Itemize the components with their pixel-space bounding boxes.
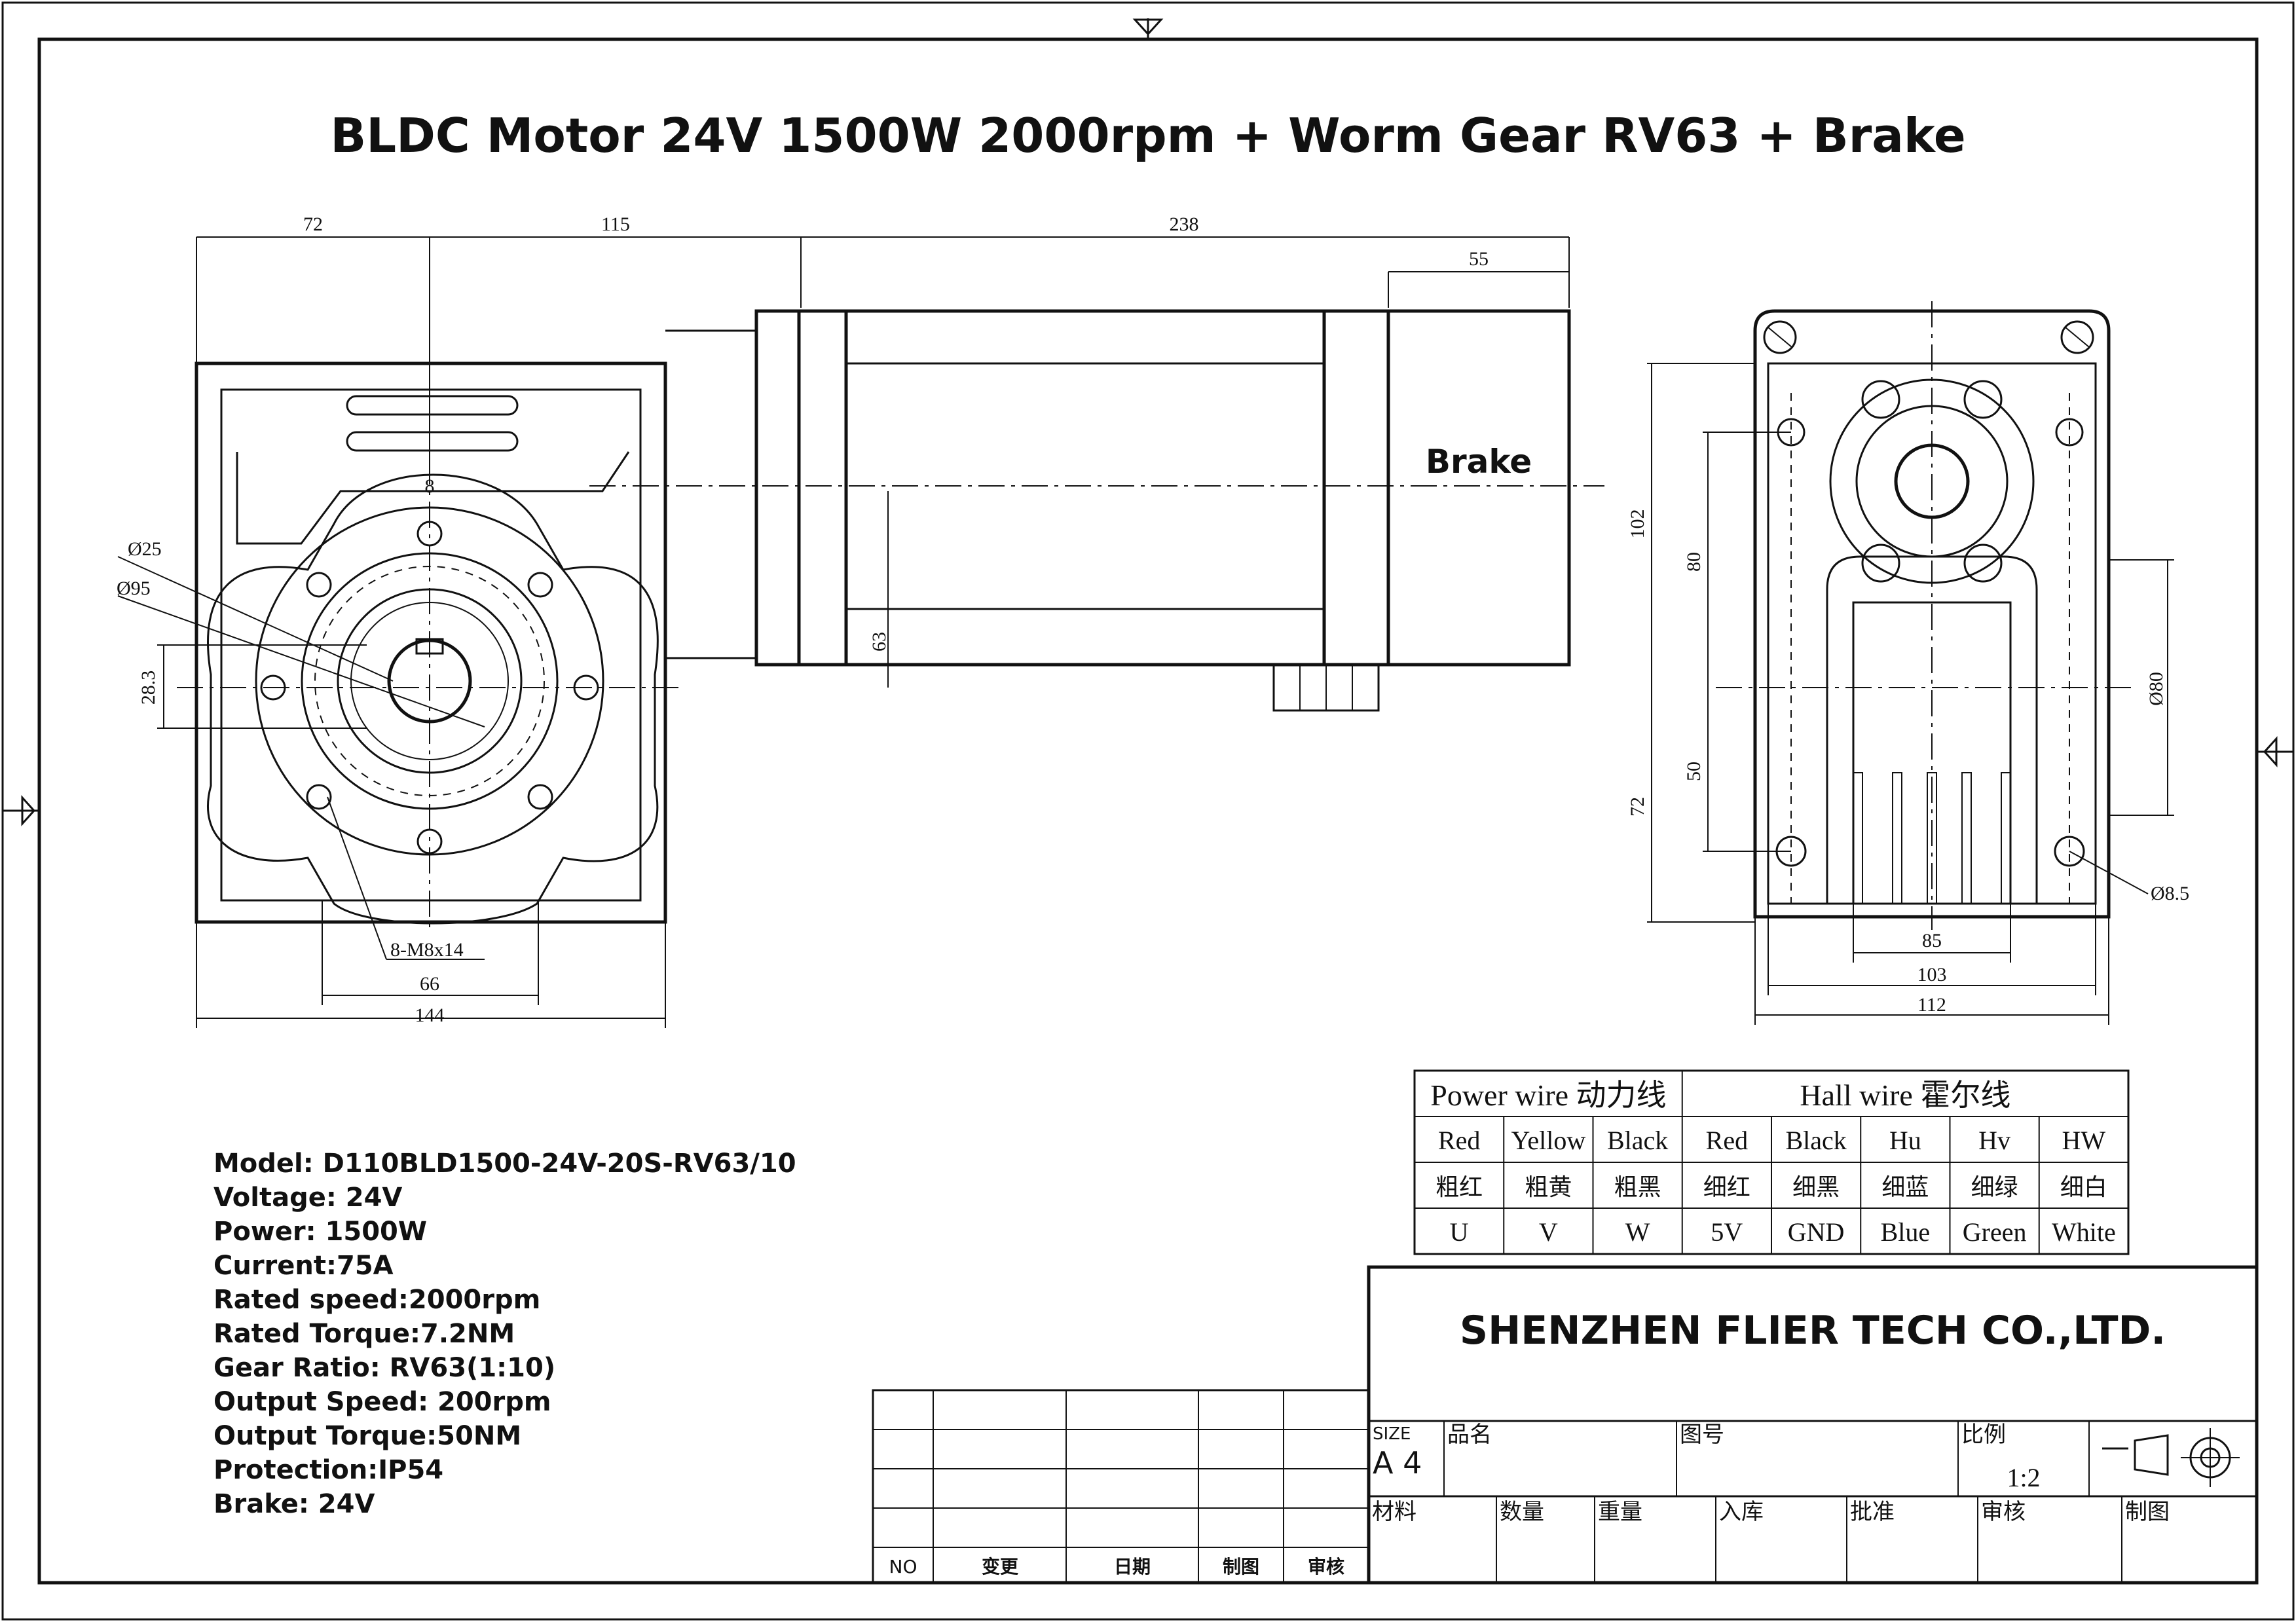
revision-block — [872, 1389, 1370, 1584]
revision-no-header: NO — [889, 1556, 917, 1577]
wire-color-2: Yellow — [1511, 1126, 1586, 1155]
left-center-mark — [3, 795, 39, 826]
revision-drawn-header: 制图 — [1223, 1556, 1259, 1577]
wire-cn-4: 细红 — [1703, 1174, 1750, 1201]
size-label: SIZE — [1373, 1424, 1411, 1444]
dim-key-width: 8 — [425, 475, 435, 497]
power-wire-header: Power wire 动力线 — [1430, 1078, 1666, 1112]
wire-signal-2: V — [1539, 1217, 1558, 1247]
dim-output-diameter: Ø80 — [2145, 672, 2167, 706]
scale-label: 比例 — [1961, 1422, 2006, 1448]
name-label: 品名 — [1447, 1422, 1492, 1448]
wire-cn-8: 细白 — [2060, 1174, 2107, 1201]
wire-color-4: Red — [1706, 1126, 1748, 1155]
drawn-label: 制图 — [2125, 1499, 2170, 1525]
weight-label: 重量 — [1598, 1499, 1642, 1525]
wire-cn-1: 粗红 — [1435, 1174, 1483, 1201]
spec-output-torque: Output Torque:50NM — [213, 1421, 521, 1451]
spec-protection: Protection:IP54 — [213, 1455, 443, 1485]
motor-body — [589, 309, 1604, 712]
dim-bore-diameter: Ø25 — [128, 538, 162, 560]
review-label: 审核 — [1981, 1499, 2026, 1525]
side-view-dimensions — [1647, 363, 2174, 1025]
hall-wire-header: Hall wire 霍尔线 — [1800, 1078, 2010, 1112]
brake-label: Brake — [1426, 443, 1532, 481]
dim-238: 238 — [1170, 213, 1199, 235]
dim-85: 85 — [1922, 930, 1942, 951]
dim-66: 66 — [420, 973, 439, 995]
wire-signal-8: White — [2052, 1217, 2116, 1247]
wire-color-3: Black — [1607, 1126, 1668, 1155]
spec-rated-torque: Rated Torque:7.2NM — [213, 1319, 515, 1349]
wire-signal-6: Blue — [1881, 1217, 1931, 1247]
size-value: A 4 — [1373, 1445, 1422, 1481]
company-name: SHENZHEN FLIER TECH CO.,LTD. — [1460, 1308, 2166, 1354]
material-label: 材料 — [1372, 1499, 1416, 1525]
dim-50: 50 — [1683, 762, 1705, 781]
spec-gear-ratio: Gear Ratio: RV63(1:10) — [213, 1353, 555, 1383]
wire-cn-2: 粗黄 — [1525, 1174, 1572, 1201]
dim-72-side: 72 — [1627, 797, 1648, 817]
wire-cn-5: 细黑 — [1792, 1174, 1840, 1201]
dim-flange-diameter: Ø95 — [117, 578, 151, 599]
dim-keyway-height: 28.3 — [138, 671, 159, 705]
dim-103: 103 — [1917, 964, 1947, 986]
wire-signal-1: U — [1450, 1217, 1469, 1247]
dim-hole-diameter: Ø8.5 — [2151, 883, 2189, 904]
revision-change-header: 变更 — [982, 1556, 1019, 1577]
wire-signal-7: Green — [1963, 1217, 2027, 1247]
wire-table — [1413, 1069, 2130, 1255]
spec-list: Model: D110BLD1500-24V-20S-RV63/10 Volta… — [213, 1149, 796, 1519]
wire-cn-3: 粗黑 — [1614, 1174, 1661, 1201]
revision-date-header: 日期 — [1114, 1556, 1151, 1577]
top-center-mark — [1132, 18, 1164, 39]
storage-label: 入库 — [1719, 1499, 1764, 1525]
spec-power: Power: 1500W — [213, 1217, 427, 1247]
dim-center-height: 63 — [868, 632, 890, 652]
dim-112: 112 — [1917, 994, 1946, 1016]
approve-label: 批准 — [1850, 1499, 1895, 1525]
spec-brake: Brake: 24V — [213, 1489, 375, 1519]
wire-color-7: Hv — [1978, 1126, 2010, 1155]
wire-signal-3: W — [1625, 1217, 1650, 1247]
drawing-title: BLDC Motor 24V 1500W 2000rpm + Worm Gear… — [330, 108, 1965, 163]
scale-value: 1:2 — [2007, 1463, 2040, 1492]
side-view — [1716, 301, 2135, 930]
wire-color-1: Red — [1438, 1126, 1480, 1155]
dim-144: 144 — [415, 1005, 445, 1026]
wire-color-5: Black — [1785, 1126, 1846, 1155]
dim-102: 102 — [1627, 509, 1648, 539]
spec-rated-speed: Rated speed:2000rpm — [213, 1285, 540, 1315]
dim-mounting-holes: 8-M8x14 — [390, 939, 464, 961]
projection-symbol-icon — [2102, 1428, 2240, 1487]
spec-current: Current:75A — [213, 1251, 394, 1281]
dim-55: 55 — [1469, 248, 1489, 270]
right-center-mark — [2257, 736, 2293, 767]
spec-output-speed: Output Speed: 200rpm — [213, 1387, 551, 1417]
wire-color-6: Hu — [1889, 1126, 1921, 1155]
dim-80: 80 — [1683, 552, 1705, 572]
spec-voltage: Voltage: 24V — [213, 1183, 402, 1213]
dim-115: 115 — [601, 213, 630, 235]
drawing-no-label: 图号 — [1680, 1422, 1724, 1448]
wire-signal-4: 5V — [1711, 1217, 1743, 1247]
wire-cn-6: 细蓝 — [1881, 1174, 1929, 1201]
dim-72: 72 — [303, 213, 323, 235]
wire-cn-7: 细绿 — [1971, 1174, 2018, 1201]
front-view-dimensions — [117, 236, 1570, 1028]
wire-color-8: HW — [2062, 1126, 2106, 1155]
revision-review-header: 审核 — [1308, 1556, 1344, 1577]
wire-signal-5: GND — [1788, 1217, 1845, 1247]
quantity-label: 数量 — [1500, 1499, 1544, 1525]
spec-model: Model: D110BLD1500-24V-20S-RV63/10 — [213, 1149, 796, 1179]
